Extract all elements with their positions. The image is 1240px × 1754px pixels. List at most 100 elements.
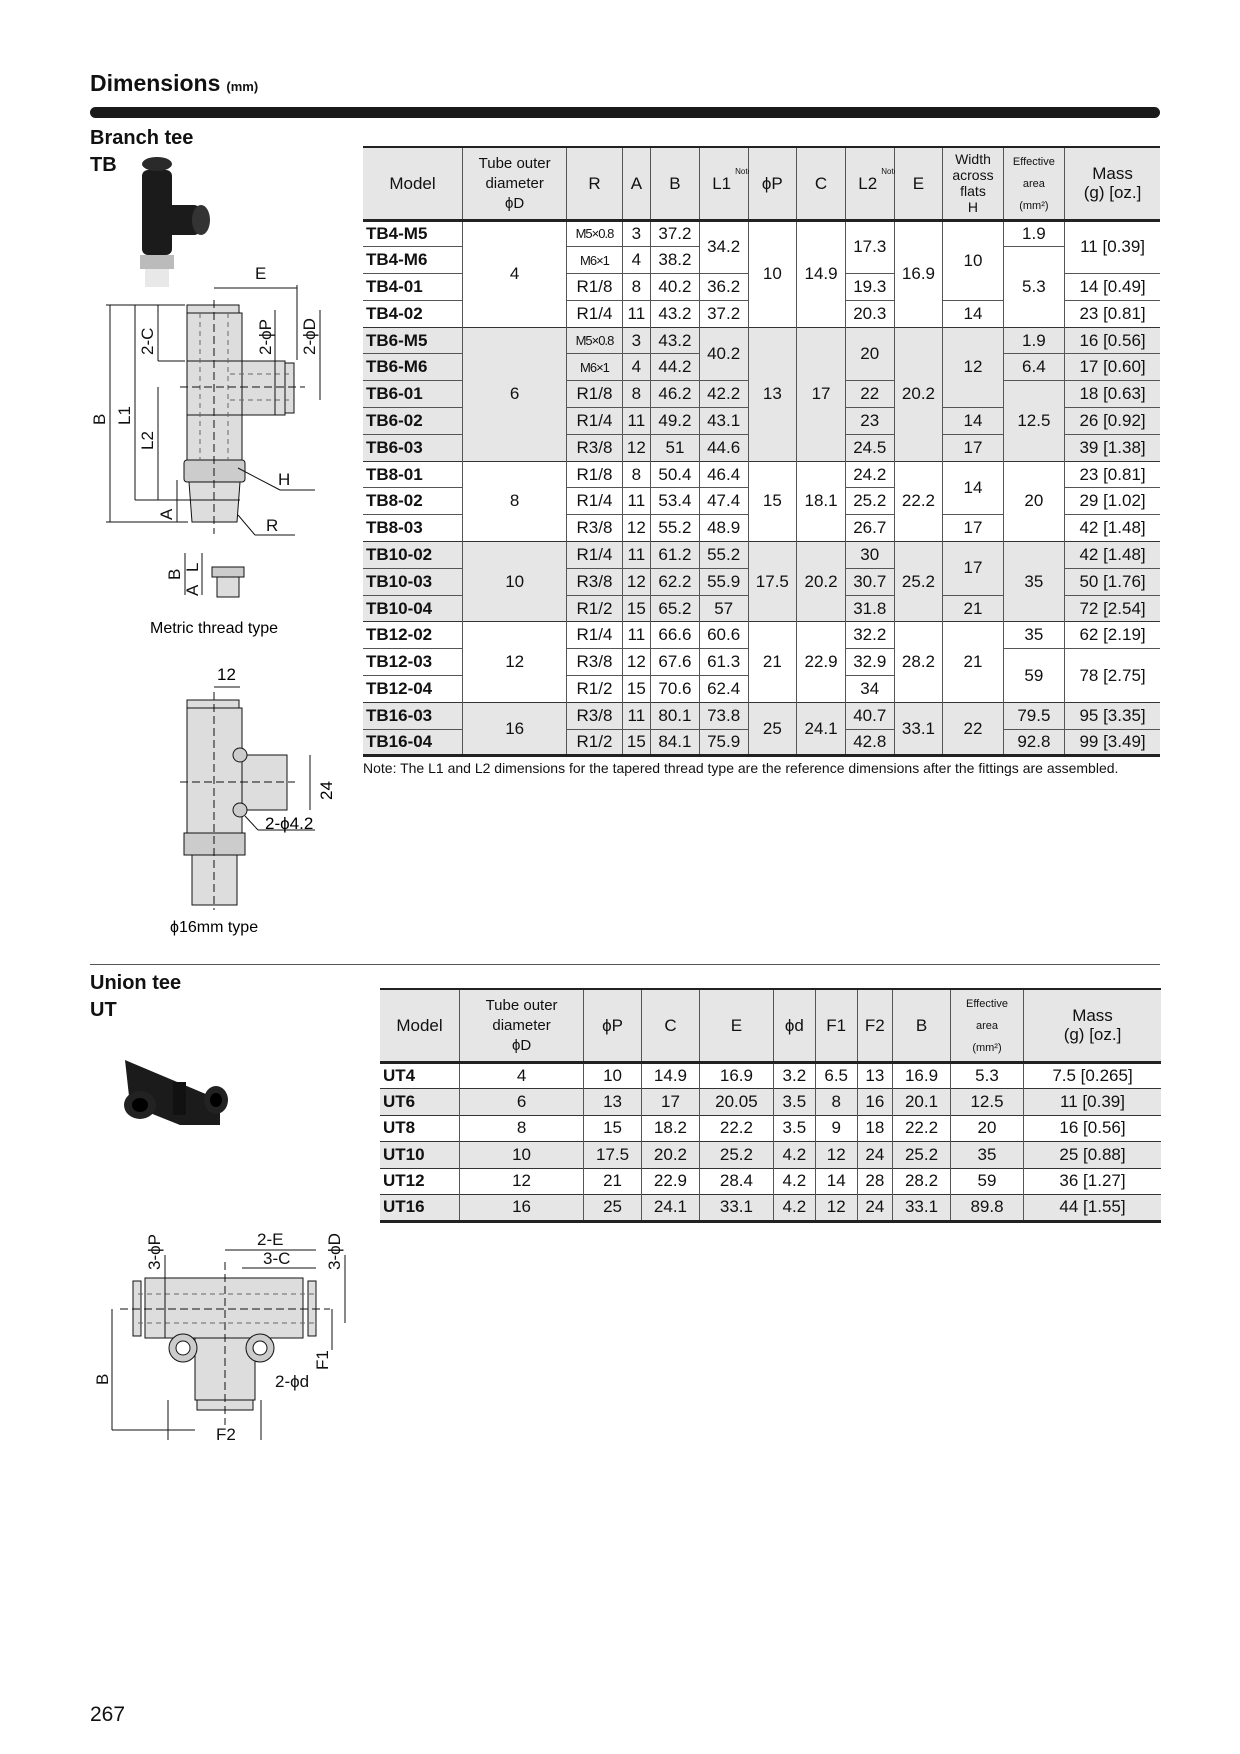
value-cell: 16 [0.56] (1023, 1114, 1161, 1142)
column-header-label: Model (389, 173, 436, 193)
value-cell: 14 [0.49] (1064, 273, 1160, 301)
value-cell: 3 (621, 326, 651, 354)
column-header: C (641, 989, 700, 1062)
section-branch-tee: Branch tee TB (90, 125, 193, 179)
value-cell: R1/8 (566, 380, 623, 408)
value-cell: 44.2 (650, 353, 700, 381)
value-cell: R3/8 (566, 433, 623, 462)
model-cell: TB8-02 (363, 487, 463, 515)
label-d: 3-ϕD (325, 1233, 344, 1270)
value-cell: 13 (747, 326, 797, 462)
column-header: F1 (814, 989, 858, 1062)
value-cell: 15 (747, 460, 797, 542)
value-cell: 17 (641, 1088, 700, 1115)
label-b: B (93, 1374, 112, 1385)
value-cell: R3/8 (566, 701, 623, 730)
value-cell: 20.05 (698, 1088, 774, 1115)
column-header-label: ϕP (761, 173, 783, 193)
column-header: A (621, 147, 651, 220)
value-cell: 40.7 (844, 701, 895, 730)
column-header-label: E (730, 1015, 743, 1035)
value-cell: 36.2 (698, 273, 748, 301)
model-cell: TB10-04 (363, 594, 463, 622)
value-cell: 16 (459, 1194, 584, 1221)
value-cell: 65.2 (650, 594, 700, 622)
column-header-label: A (630, 173, 643, 193)
value-cell: 24 (856, 1141, 893, 1168)
column-header-label: Mass (g) [oz.] (1083, 164, 1142, 203)
union-tee-dimension-labels: 3-ϕP 2-E 3-C 3-ϕD B F1 2-ϕd F2 (93, 1230, 344, 1440)
model-cell: TB4-M5 (363, 219, 463, 247)
label-d-hole: 2-ϕd (275, 1372, 309, 1391)
value-cell: 67.6 (650, 648, 700, 676)
value-cell: 1.9 (1002, 219, 1065, 247)
value-cell: 1.9 (1002, 326, 1065, 354)
model-cell: TB8-01 (363, 460, 463, 488)
column-header: ϕd (772, 989, 816, 1062)
value-cell: 44 [1.55] (1023, 1194, 1161, 1221)
model-cell: UT12 (380, 1167, 460, 1195)
column-header: R (566, 147, 623, 220)
value-cell: 3 (621, 219, 651, 247)
label-12: 12 (217, 665, 236, 684)
value-cell: 42 [1.48] (1064, 541, 1160, 569)
label-l2: L2 (138, 431, 157, 450)
value-cell: 35 (1002, 541, 1065, 622)
table-note: Note: The L1 and L2 dimensions for the t… (363, 760, 1119, 776)
column-header: F2 (856, 989, 893, 1062)
value-cell: 10 (459, 1141, 584, 1168)
label-metric-b: B (165, 569, 184, 580)
value-cell: 73.8 (698, 701, 748, 730)
value-cell: 11 (621, 407, 651, 435)
column-header-label: Tube outer diameter ϕD (485, 997, 558, 1055)
column-header: Mass (g) [oz.] (1064, 147, 1160, 220)
column-header-label: B (669, 173, 681, 193)
value-cell: 16.9 (892, 1061, 951, 1089)
value-cell: 47.4 (698, 487, 748, 515)
section-divider (90, 964, 1160, 965)
value-cell: 84.1 (650, 728, 700, 756)
branch-tee-dimension-labels: E 2-ϕP 2-ϕD 2-C B L1 L2 H A R B L A (90, 264, 319, 596)
column-header: Mass (g) [oz.] (1023, 989, 1161, 1062)
value-cell: 50 [1.76] (1064, 567, 1160, 596)
value-cell: 30.7 (844, 567, 895, 596)
value-cell: 11 [0.39] (1064, 219, 1160, 274)
value-cell: 17 (796, 326, 846, 462)
value-cell: 43.2 (650, 299, 700, 328)
value-cell: 10 (583, 1061, 642, 1089)
value-cell: 37.2 (698, 299, 748, 328)
value-cell: M5×0.8 (566, 219, 623, 247)
value-cell: 14 (942, 299, 1004, 328)
model-cell: TB10-02 (363, 541, 463, 569)
value-cell: 24.1 (796, 701, 846, 756)
value-cell: 48.9 (698, 514, 748, 542)
value-cell: M5×0.8 (566, 326, 623, 354)
column-header-label: L2 (858, 173, 878, 193)
model-cell: TB12-02 (363, 621, 463, 649)
value-cell: M6×1 (566, 246, 623, 274)
value-cell: 66.6 (650, 621, 700, 649)
value-cell: 30 (844, 541, 895, 569)
model-cell: TB12-04 (363, 675, 463, 703)
value-cell: 62.4 (698, 675, 748, 703)
page-title: Dimensions(mm) (90, 70, 258, 97)
column-header-label: C (814, 173, 828, 193)
model-cell: TB6-01 (363, 380, 463, 408)
model-cell: UT6 (380, 1088, 460, 1115)
label-metric-a: A (183, 584, 202, 596)
section-union-tee: Union tee UT (90, 970, 181, 1024)
value-cell: 8 (621, 460, 651, 488)
value-cell: 12 (814, 1194, 858, 1221)
value-cell: 17.3 (844, 219, 895, 274)
value-cell: 22 (844, 380, 895, 408)
section-code: UT (90, 999, 117, 1021)
value-cell: 80.1 (650, 701, 700, 730)
